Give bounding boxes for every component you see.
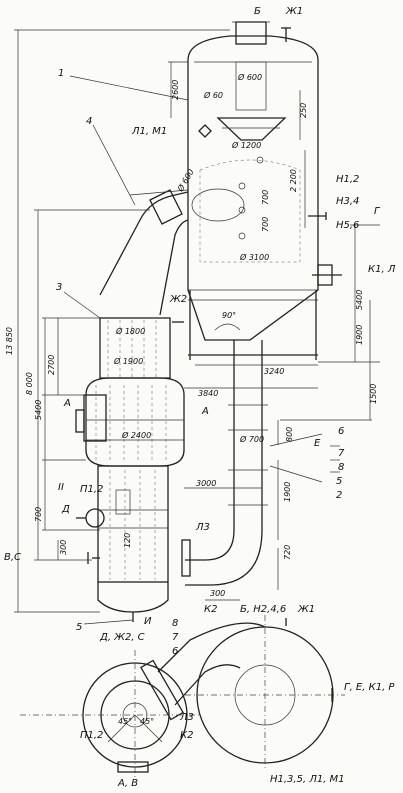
dim-120: 120 <box>123 533 132 548</box>
plan-p12-label: П1,2 <box>80 730 103 741</box>
dim-1900-bottom: 1900 <box>283 482 292 502</box>
dim-2200: 2 200 <box>289 169 298 192</box>
dim-d2400: Ø 2400 <box>121 430 151 440</box>
leader-lines <box>63 75 340 625</box>
lbl-e: Е <box>314 438 321 449</box>
lbl-a-left: А <box>63 398 71 409</box>
dim-3840: 3840 <box>198 389 218 398</box>
dimension-lines-left <box>14 29 230 613</box>
dim-5400-left: 5400 <box>34 400 43 420</box>
downcomer-pipe <box>181 340 268 586</box>
dim-d60: Ø 60 <box>203 90 223 100</box>
callout-8a: 8 <box>338 462 344 473</box>
callout-5b: 5 <box>76 622 82 633</box>
connecting-pipe <box>99 188 245 316</box>
plan-angle-b: 45° <box>140 717 154 726</box>
separator-vessel <box>187 21 342 360</box>
dim-2700: 2700 <box>47 355 56 375</box>
lbl-k2: К2 <box>204 604 217 615</box>
dim-d3100: Ø 3100 <box>239 252 269 262</box>
lbl-dzh2c: Д, Ж2, С <box>99 632 145 643</box>
dim-90: 90° <box>222 311 236 320</box>
dim-1900-right: 1900 <box>355 325 364 345</box>
dim-800: 800 <box>285 427 294 442</box>
dimension-lines-right <box>129 61 380 601</box>
lbl-l3: Л3 <box>195 522 210 533</box>
dim-2600: 2600 <box>171 80 180 100</box>
callout-3: 3 <box>56 282 62 293</box>
callout-1: 1 <box>58 68 64 79</box>
dim-700a: 700 <box>261 190 270 205</box>
nozzle-zh1-label: Ж1 <box>285 6 303 17</box>
dim-5400-right: 5400 <box>355 290 364 310</box>
callout-4: 4 <box>86 116 92 127</box>
drawing-labels: Б Ж1 2600 Ø 60 Ø 600 250 Ø 1200 Л1, М1 Н… <box>4 6 396 789</box>
callout-2: 2 <box>336 490 342 501</box>
lbl-l1m1: Л1, М1 <box>131 126 167 137</box>
lbl-a-right: А <box>201 406 209 417</box>
plan-bottom-label: Н1,3,5, Л1, М1 <box>270 774 345 785</box>
dim-d600-top: Ø 600 <box>237 72 262 82</box>
lbl-p12: П1,2 <box>80 484 103 495</box>
plan-angle-a: 45° <box>118 717 132 726</box>
dim-3240: 3240 <box>264 367 284 376</box>
lbl-n56: Н5,6 <box>336 220 359 231</box>
dim-1500: 1500 <box>369 384 378 404</box>
lbl-n34: Н3,4 <box>336 196 359 207</box>
dim-13850: 13 850 <box>5 327 14 355</box>
callout-6a: 6 <box>338 426 344 437</box>
plan-zh1-label: Ж1 <box>297 604 315 615</box>
plan-view <box>20 615 345 780</box>
lbl-i: И <box>144 616 152 627</box>
lbl-d: Д <box>61 504 70 515</box>
lbl-n12: Н1,2 <box>336 174 359 185</box>
dim-3000: 3000 <box>196 479 216 488</box>
dim-8000: 8 000 <box>25 372 34 395</box>
dim-700-left: 700 <box>34 507 43 522</box>
dim-720: 720 <box>283 545 292 560</box>
heater-vessel <box>75 317 185 622</box>
callout-5a: 5 <box>336 476 342 487</box>
dim-300-left: 300 <box>59 540 68 555</box>
plan-top-label: Б, Н2,4,6 <box>240 604 286 615</box>
dim-d700: Ø 700 <box>239 434 264 444</box>
callout-7b: 7 <box>172 632 179 643</box>
lbl-zh2: Ж2 <box>169 294 187 305</box>
lbl-kl: К1, Л <box>368 264 396 275</box>
plan-right-label: Г, Е, К1, Р <box>344 682 395 693</box>
dim-300: 300 <box>210 589 225 598</box>
plan-ab-label: А, В <box>117 778 138 789</box>
dim-d1800: Ø 1800 <box>115 326 145 336</box>
nozzle-b-label: Б <box>254 6 261 17</box>
dim-250: 250 <box>299 103 308 118</box>
lbl-ii: II <box>58 482 64 493</box>
dim-700b: 700 <box>261 217 270 232</box>
callout-7a: 7 <box>338 448 345 459</box>
plan-k2-label: К2 <box>180 730 193 741</box>
plan-l3-label: Л3 <box>179 712 194 723</box>
dim-d1900: Ø 1900 <box>113 356 143 366</box>
callout-8b: 8 <box>172 618 178 629</box>
lbl-g: Г <box>374 206 381 217</box>
callout-6b: 6 <box>172 646 178 657</box>
dim-d1200: Ø 1200 <box>231 140 261 150</box>
lbl-vs: В,С <box>4 552 21 563</box>
dim-d600-left: Ø 600 <box>175 167 196 194</box>
